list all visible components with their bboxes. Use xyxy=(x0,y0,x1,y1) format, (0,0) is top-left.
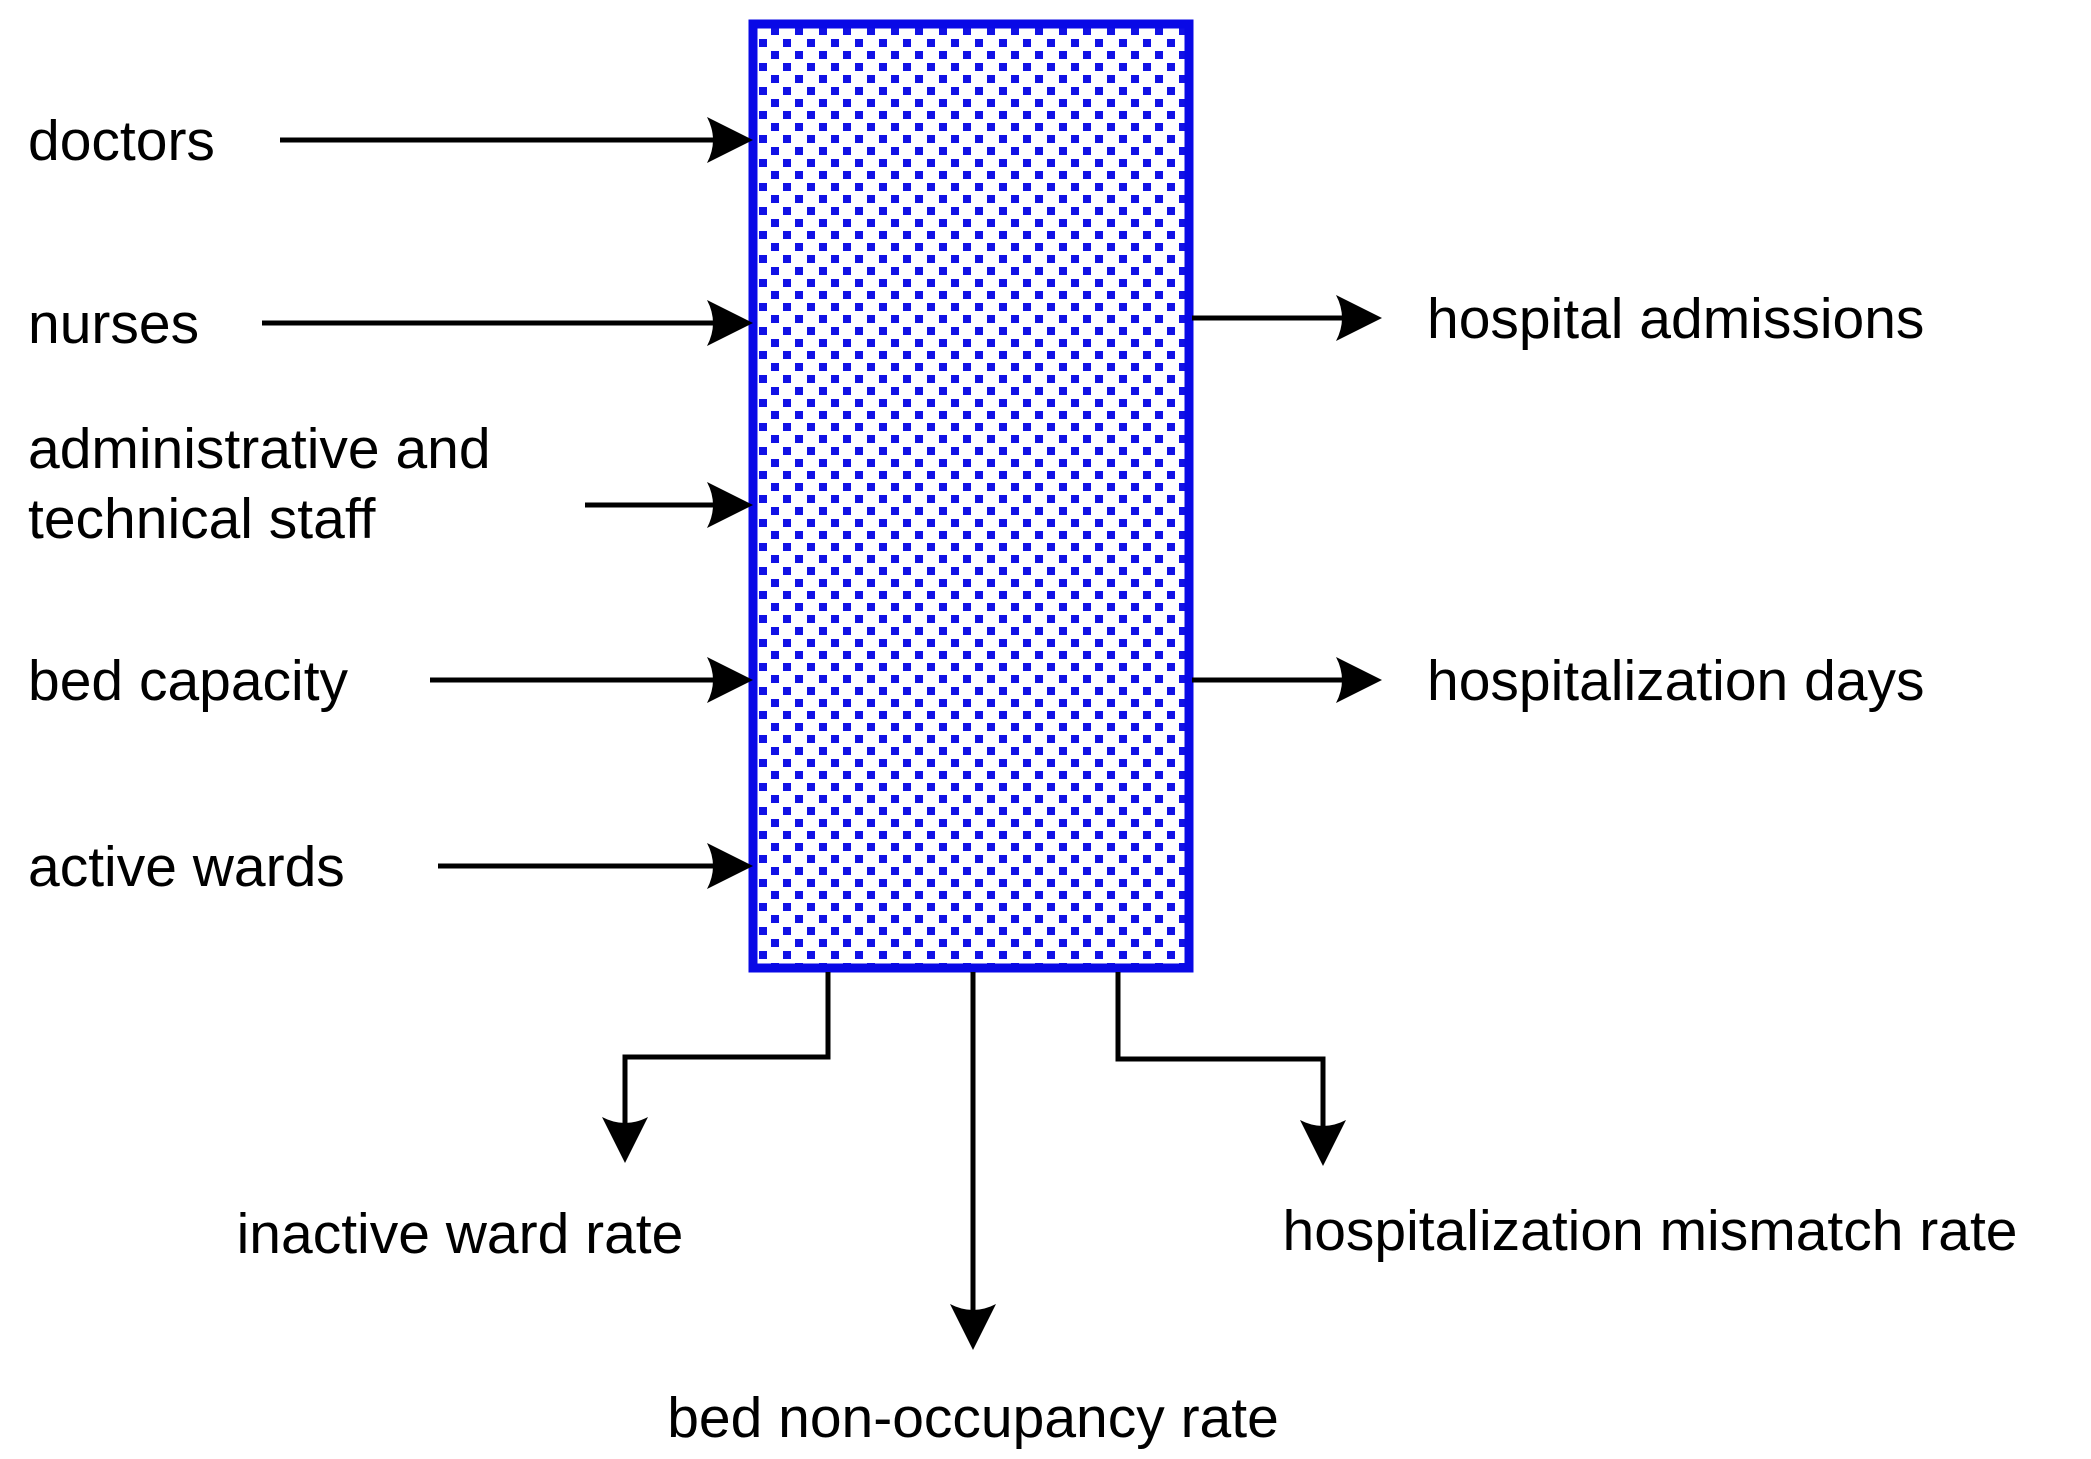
process-box xyxy=(748,19,1194,973)
input-label-bed-capacity: bed capacity xyxy=(28,649,349,713)
output-arrow-hospital-admissions xyxy=(1192,295,1382,341)
output-arrow-hospitalization-mismatch-rate xyxy=(1115,972,1346,1166)
output-label-hospital-admissions: hospital admissions xyxy=(1427,287,1924,351)
input-arrow-doctors xyxy=(280,117,753,163)
input-label-active-wards: active wards xyxy=(28,835,345,899)
input-label-admin-line1: administrative and xyxy=(28,417,491,481)
input-arrow-admin-staff xyxy=(585,482,753,528)
output-label-hospitalization-mismatch-rate: hospitalization mismatch rate xyxy=(1283,1199,2018,1263)
input-arrow-active-wards xyxy=(438,843,753,889)
input-label-doctors: doctors xyxy=(28,109,215,173)
output-arrow-inactive-ward-rate xyxy=(602,972,831,1163)
output-label-bed-non-occupancy-rate: bed non-occupancy rate xyxy=(667,1386,1279,1450)
output-label-hospitalization-days: hospitalization days xyxy=(1427,649,1924,713)
input-arrow-nurses xyxy=(262,300,753,346)
output-label-inactive-ward-rate: inactive ward rate xyxy=(237,1202,684,1266)
input-arrow-bed-capacity xyxy=(430,657,753,703)
input-label-nurses: nurses xyxy=(28,292,199,356)
input-label-admin-line2: technical staff xyxy=(28,487,376,551)
output-arrow-bed-non-occupancy-rate xyxy=(950,972,996,1350)
output-arrow-hospitalization-days xyxy=(1192,657,1382,703)
